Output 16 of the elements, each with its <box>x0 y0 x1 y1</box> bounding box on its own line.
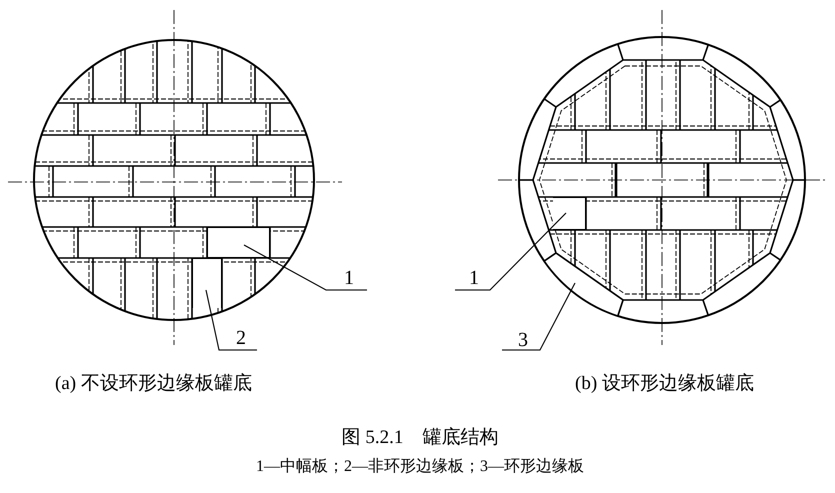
callout-number: 1 <box>465 268 483 288</box>
callout-number: 1 <box>340 268 358 288</box>
callout-number: 2 <box>232 328 250 348</box>
leader-line <box>502 282 576 351</box>
leader-line <box>455 212 566 291</box>
leader-line <box>205 290 257 351</box>
bottom-plate <box>207 227 270 258</box>
legend-text: 1—中幅板；2—非环形边缘板；3—环形边缘板 <box>255 456 585 477</box>
leader-line <box>244 244 367 291</box>
bottom-plate <box>192 258 222 308</box>
subfigure-caption: (b) 设环形边缘板罐底 <box>575 372 755 396</box>
figure-caption: 图 5.2.1 罐底结构 <box>340 426 500 450</box>
bottom-plate <box>553 197 586 230</box>
subfigure-caption: (a) 不设环形边缘板罐底 <box>55 372 253 396</box>
callout-number: 3 <box>514 330 532 350</box>
bottom-plate <box>544 253 624 317</box>
